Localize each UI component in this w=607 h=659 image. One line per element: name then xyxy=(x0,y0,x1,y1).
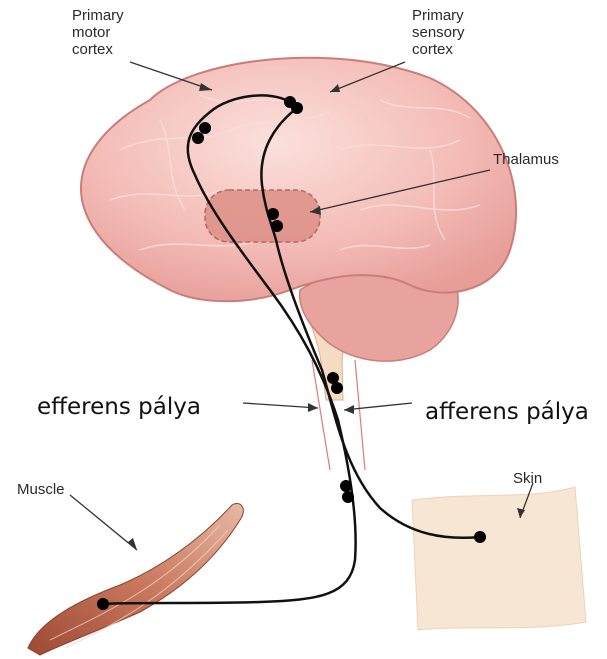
motor-cortex-node-2 xyxy=(192,132,204,144)
motor-cortex-node xyxy=(199,122,211,134)
label-skin: Skin xyxy=(513,470,542,487)
muscle-node xyxy=(97,598,109,610)
label-sensory-cortex-line-1: Primary xyxy=(412,7,464,24)
label-sensory-cortex-line-3: cortex xyxy=(412,41,453,58)
thalamus-node-2 xyxy=(271,220,283,232)
label-motor-cortex-line-3: cortex xyxy=(72,41,113,58)
thalamus xyxy=(205,190,320,242)
label-efferent-pathway: efferens pálya xyxy=(37,394,201,420)
label-motor-cortex: Primary motor cortex xyxy=(72,7,124,58)
thalamus-node xyxy=(267,208,279,220)
label-sensory-cortex-line-2: sensory xyxy=(412,24,465,41)
label-muscle: Muscle xyxy=(17,481,65,498)
muscle xyxy=(28,503,243,655)
label-thalamus: Thalamus xyxy=(493,151,559,168)
sensory-cortex-node-2 xyxy=(291,102,303,114)
label-motor-cortex-line-1: Primary xyxy=(72,7,124,24)
label-sensory-cortex: Primary sensory cortex xyxy=(412,7,465,58)
skin-node xyxy=(474,531,486,543)
lower-spinal-node xyxy=(340,480,352,492)
skin-patch xyxy=(412,487,586,630)
label-afferent-pathway: afferens pálya xyxy=(425,399,589,425)
lower-spinal-node-2 xyxy=(342,491,354,503)
spinal-node-2 xyxy=(331,382,343,394)
label-motor-cortex-line-2: motor xyxy=(72,24,110,41)
